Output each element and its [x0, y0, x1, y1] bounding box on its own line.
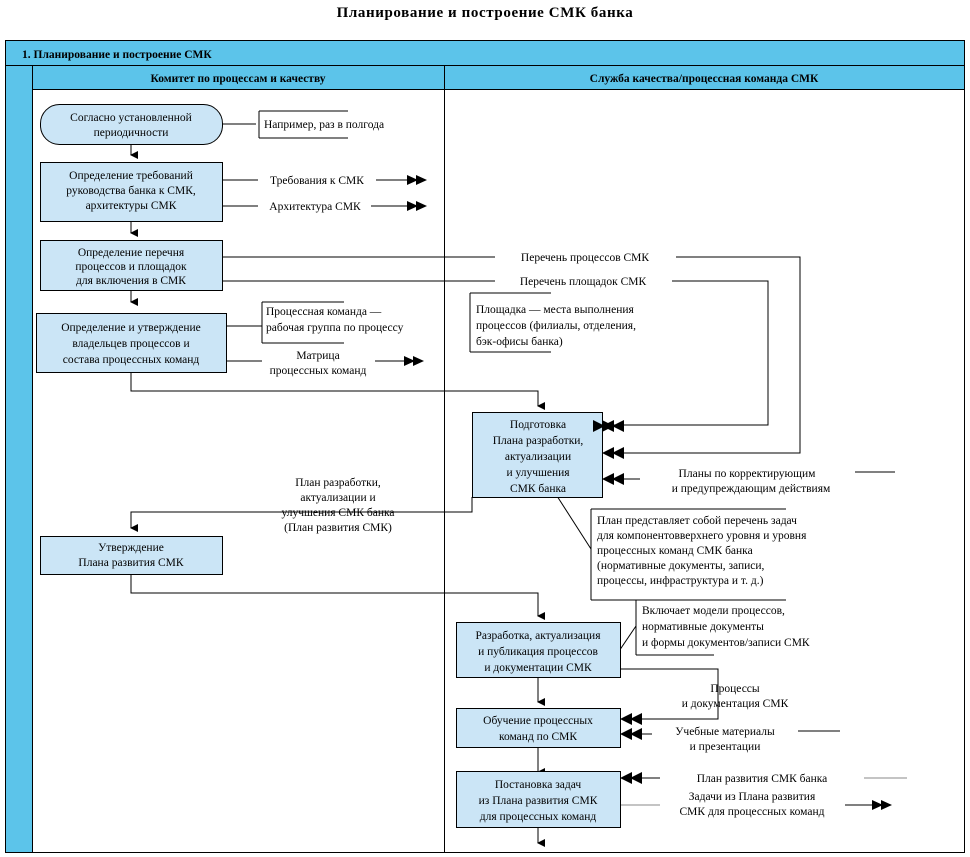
box-line: процессов и площадок: [75, 261, 187, 273]
note-includes-models-l3: и формы документов/записи СМК: [642, 637, 810, 649]
chevron-pair-train-in-top: [620, 713, 642, 725]
box-line: Обучение процессных: [483, 715, 593, 727]
column-header-committee: [32, 65, 445, 90]
marker-matrix-out: [404, 356, 424, 366]
box-line: состава процессных команд: [63, 354, 200, 366]
label-processes-docs-l2: и документация СМК: [682, 698, 789, 710]
marker-tasks-out: [872, 800, 892, 810]
process-box-define-owners[interactable]: Определение и утверждение владельцев про…: [36, 313, 227, 373]
note-includes-models-l1: Включает модели процессов,: [642, 605, 785, 617]
process-box-train-teams[interactable]: Обучение процессных команд по СМК: [456, 708, 621, 748]
label-development-plan-l2: актуализации и: [300, 492, 375, 504]
note-bracket-process-team: [261, 301, 344, 344]
note-site-definition-l3: бэк-офисы банка): [476, 336, 563, 348]
box-line: периодичности: [94, 127, 169, 139]
chevron-pair-prepare-in-mid: [602, 447, 624, 459]
box-line: руководства банка к СМК,: [66, 185, 196, 197]
connector-approve-to-develop: [130, 574, 545, 620]
leader-processlist-out1-route: [562, 256, 801, 457]
column-header-committee-label: Комитет по процессам и качеству: [150, 73, 325, 85]
label-team-matrix-l2: процессных команд: [270, 365, 367, 377]
box-line: архитектуры СМК: [86, 200, 177, 212]
leader-plan-content: [556, 495, 592, 550]
note-process-team-l2: рабочая группа по процессу: [266, 322, 404, 334]
box-line: Плана развития СМК: [78, 557, 184, 569]
box-line: Согласно установленной: [70, 112, 192, 124]
phase-band-label: 1. Планирование и построение СМК: [22, 49, 212, 61]
note-example-semiannual: Например, раз в полгода: [264, 119, 384, 131]
process-box-approve-plan[interactable]: Утверждение Плана развития СМК: [40, 536, 223, 575]
box-line: команд по СМК: [499, 731, 577, 743]
box-line: СМК банка: [510, 483, 566, 495]
label-processes-docs-l1: Процессы: [710, 683, 760, 695]
connector-owners-to-prepare-plan: [130, 373, 545, 410]
label-process-list: Перечень процессов СМК: [521, 252, 649, 264]
chevron-pair-train-in-bottom: [620, 728, 642, 740]
marker-architecture-out: [407, 201, 427, 211]
box-line: Плана разработки,: [493, 435, 584, 447]
left-accent-strip: [5, 65, 33, 853]
process-box-define-requirements[interactable]: Определение требований руководства банка…: [40, 162, 223, 222]
note-bracket-site: [469, 292, 551, 353]
note-plan-content-l3: процессных команд СМК банка: [597, 545, 753, 557]
box-line: Определение и утверждение: [61, 322, 201, 334]
label-tasks-out-l1: Задачи из Плана развития: [689, 791, 816, 803]
box-line: владельцев процессов и: [72, 338, 189, 350]
process-box-start-periodicity[interactable]: Согласно установленной периодичности: [40, 104, 223, 145]
leader-processlist-out2-route: [562, 280, 769, 429]
column-header-quality-service: [444, 65, 965, 90]
label-training-materials-l2: и презентации: [690, 741, 761, 753]
box-line: Постановка задач: [495, 779, 582, 791]
note-plan-content-l5: процессы, инфраструктура и т. д.): [597, 575, 764, 587]
note-plan-content-l2: для компонентовверхнего уровня и уровня: [597, 530, 807, 542]
column-header-quality-service-label: Служба качества/процессная команда СМК: [590, 73, 819, 85]
chevron-pair-assign-in: [620, 772, 642, 784]
box-line: и документации СМК: [484, 662, 592, 674]
label-tasks-out-l2: СМК для процессных команд: [680, 806, 825, 818]
process-box-develop-publish[interactable]: Разработка, актуализация и публикация пр…: [456, 622, 621, 678]
note-plan-content-l1: План представляет собой перечень задач: [597, 515, 797, 527]
box-line: и улучшения: [506, 467, 570, 479]
process-box-assign-tasks[interactable]: Постановка задач из Плана развития СМК д…: [456, 771, 621, 828]
label-training-materials-l1: Учебные материалы: [675, 726, 775, 738]
marker-requirements-out: [407, 175, 427, 185]
label-corrective-plans-l2: и предупреждающим действиям: [672, 483, 831, 495]
chevron-pair-prepare-in-low: [602, 473, 624, 485]
box-line: актуализации: [505, 451, 571, 463]
note-site-definition-l1: Площадка — места выполнения: [476, 304, 635, 316]
note-plan-content-l4: (нормативные документы, записи,: [597, 560, 765, 572]
label-team-matrix-l1: Матрица: [296, 350, 339, 362]
box-line: для процессных команд: [480, 811, 597, 823]
label-development-plan-l3: улучшения СМК банка: [281, 507, 394, 519]
box-line: Определение перечня: [78, 247, 185, 259]
process-box-prepare-plan[interactable]: Подготовка Плана разработки, актуализаци…: [472, 412, 603, 498]
note-bracket-includes-models: [635, 599, 714, 656]
note-bracket-example: [258, 110, 348, 139]
note-process-team-l1: Процессная команда —: [266, 306, 382, 318]
page-title: Планирование и построение СМК банка: [337, 5, 634, 21]
label-architecture-smk: Архитектура СМК: [269, 201, 361, 213]
box-line: из Плана развития СМК: [479, 795, 598, 807]
label-requirements-smk: Требования к СМК: [270, 175, 364, 187]
label-development-plan-l1: План разработки,: [295, 477, 381, 489]
box-line: Разработка, актуализация: [476, 630, 602, 642]
phase-band: [5, 40, 965, 66]
chevron-pair-prepare-in-top: [602, 420, 624, 432]
process-box-define-process-list[interactable]: Определение перечня процессов и площадок…: [40, 240, 223, 291]
box-line: Утверждение: [98, 542, 164, 554]
note-includes-models-l2: нормативные документы: [642, 621, 764, 633]
box-line: и публикация процессов: [478, 646, 598, 658]
label-bank-dev-plan: План развития СМК банка: [697, 773, 828, 785]
connector-prepare-plan-to-approve: [130, 497, 473, 532]
box-line: Определение требований: [69, 170, 193, 182]
label-corrective-plans-l1: Планы по корректирующим: [679, 468, 817, 480]
label-site-list: Перечень площадок СМК: [520, 276, 647, 288]
box-line: для включения в СМК: [76, 275, 186, 287]
box-line: Подготовка: [510, 419, 566, 431]
label-development-plan-l4: (План развития СМК): [284, 522, 392, 534]
note-site-definition-l2: процессов (филиалы, отделения,: [476, 320, 636, 332]
